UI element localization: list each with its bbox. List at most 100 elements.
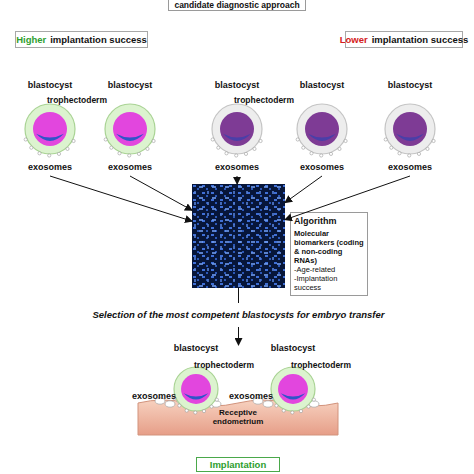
blastocoel xyxy=(305,112,339,146)
node-text: Implantation xyxy=(210,459,266,470)
node-text: Lower xyxy=(340,34,368,45)
trophectoderm-ring xyxy=(271,367,315,411)
endometrium-node: Receptive endometriumblastocysttrophecto… xyxy=(138,345,338,440)
label-box: Lowerimplantation success xyxy=(345,31,463,48)
exosome-dot xyxy=(259,139,262,142)
blastocyst-cell xyxy=(90,80,170,176)
node-text: blastocyst xyxy=(90,80,170,91)
inner-cell-mass xyxy=(36,134,64,141)
inner-cell-mass xyxy=(184,393,209,399)
exosome-dot xyxy=(417,152,420,155)
exosome-dot xyxy=(30,146,33,149)
blastocoel xyxy=(220,112,254,146)
blastocyst-node: blastocysttrophectodermexosomes xyxy=(10,80,90,176)
exosome-dot xyxy=(128,154,131,157)
exosome-dot xyxy=(152,139,155,142)
exosome-dot xyxy=(104,138,107,141)
inner-cell-mass xyxy=(223,134,251,141)
node-text: trophectoderm xyxy=(194,360,254,371)
matrix-background xyxy=(192,184,285,288)
blastocoel xyxy=(181,374,211,404)
node-text: blastocyst xyxy=(253,343,333,354)
node-text: -Implantation success xyxy=(294,274,364,292)
inner-cell-mass xyxy=(281,393,306,399)
exosome-dot xyxy=(398,152,401,155)
exosome-dot xyxy=(310,152,313,155)
exosome-dot xyxy=(299,410,302,413)
exosome-dot xyxy=(215,398,218,401)
blastocoel xyxy=(113,112,147,146)
blastocyst-node: blastocysttrophectodermexosomes xyxy=(197,80,277,176)
exosome-blob xyxy=(263,401,273,407)
exosome-blob xyxy=(165,401,175,407)
node-text: exosomes xyxy=(132,391,176,402)
node-text: blastocyst xyxy=(156,343,236,354)
node-text: blastocyst xyxy=(10,80,90,91)
node-text: Algorithm xyxy=(294,216,364,227)
label-box: Higher implantation success xyxy=(15,31,148,48)
blastocoel xyxy=(33,112,67,146)
node-text: -Age-related xyxy=(294,265,364,274)
exosome-dot xyxy=(202,410,205,413)
exosome-dot xyxy=(296,138,299,141)
exosome-dot xyxy=(344,139,347,142)
exosome-dot xyxy=(178,404,181,407)
blastocyst-cell xyxy=(370,80,450,176)
blastocyst-cell xyxy=(253,345,333,415)
node-text: implantation success xyxy=(50,34,147,45)
blastocyst-cell xyxy=(156,345,236,415)
exosome-dot xyxy=(110,146,113,149)
blastocyst-node: blastocystexosomes xyxy=(282,80,362,176)
trophectoderm-ring xyxy=(212,104,262,154)
exosome-dot xyxy=(307,405,310,408)
blastocyst-node: blastocysttrophectodermexosomes xyxy=(253,345,333,415)
blastocoel xyxy=(393,112,427,146)
node-text: trophectoderm xyxy=(234,95,294,106)
flow-arrow xyxy=(237,176,238,184)
inner-cell-mass xyxy=(308,134,336,141)
exosome-dot xyxy=(338,147,341,150)
endometrium-tissue xyxy=(138,400,338,435)
matrix-digits xyxy=(192,184,285,288)
exosome-dot xyxy=(118,152,121,155)
node-text: exosomes xyxy=(370,162,450,173)
blastocoel xyxy=(278,374,308,404)
blastocyst-cell xyxy=(10,80,90,176)
node-text: Higher xyxy=(16,34,46,45)
exosome-dot xyxy=(312,398,315,401)
node-text: trophectoderm xyxy=(291,360,351,371)
exosome-dot xyxy=(244,152,247,155)
data-matrix xyxy=(192,184,285,288)
trophectoderm-ring xyxy=(385,104,435,154)
flow-arrow xyxy=(285,176,322,203)
exosome-dot xyxy=(194,411,197,414)
blastocyst-node: blastocystexosomes xyxy=(370,80,450,176)
exosome-dot xyxy=(225,152,228,155)
algorithm-box: AlgorithmMolecular biomarkers (coding & … xyxy=(290,212,368,296)
exosome-dot xyxy=(329,152,332,155)
exosome-dot xyxy=(217,146,220,149)
exosome-dot xyxy=(291,411,294,414)
inner-cell-mass xyxy=(396,134,424,141)
exosome-dot xyxy=(24,138,27,141)
node-text: blastocyst xyxy=(197,80,277,91)
exosome-dot xyxy=(426,147,429,150)
node-text: blastocyst xyxy=(282,80,362,91)
trophectoderm-ring xyxy=(174,367,218,411)
flow-arrow xyxy=(285,176,410,220)
blastocyst-node: blastocysttrophectodermexosomes xyxy=(156,345,236,415)
exosome-dot xyxy=(275,404,278,407)
inner-cell-mass xyxy=(116,134,144,141)
exosome-dot xyxy=(210,405,213,408)
node-text: exosomes xyxy=(10,162,90,173)
blastocyst-cell xyxy=(197,80,277,176)
node-text: exosomes xyxy=(229,391,273,402)
diagram-title: candidate diagnostic approach xyxy=(168,0,306,11)
exosome-dot xyxy=(282,409,285,412)
exosome-dot xyxy=(66,147,69,150)
trophectoderm-ring xyxy=(25,104,75,154)
exosome-dot xyxy=(235,154,238,157)
node-text: Receptive endometrium xyxy=(208,408,268,426)
